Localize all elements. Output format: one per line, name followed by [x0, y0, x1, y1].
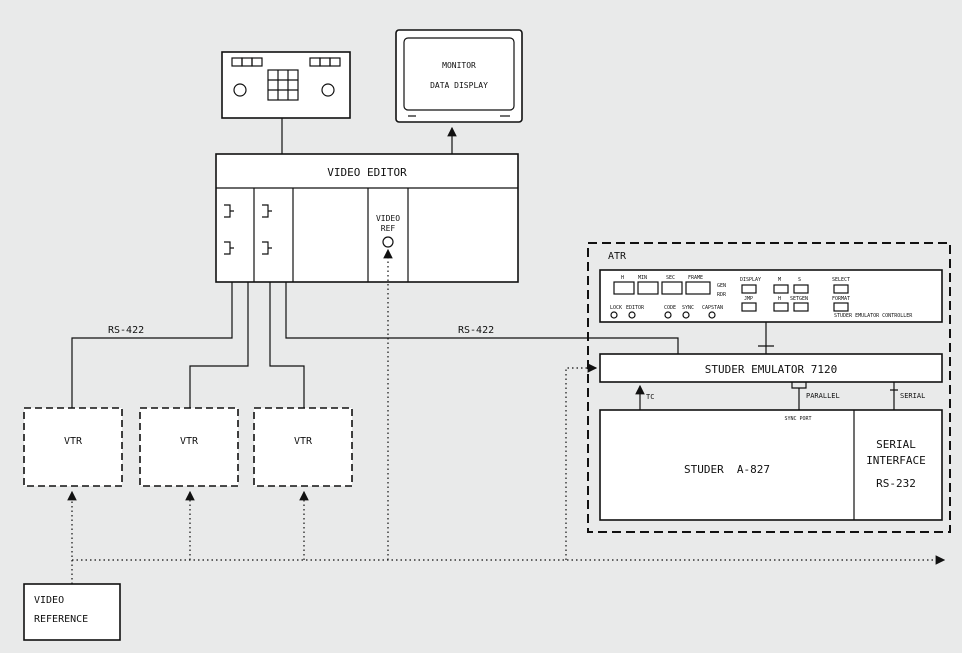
video-ref-label-2: REF	[381, 224, 396, 233]
svg-text:CAPSTAN: CAPSTAN	[702, 305, 723, 311]
rs422-left-label: RS-422	[108, 325, 144, 336]
sync-port-label: SYNC PORT	[784, 416, 811, 422]
video-editor-title: VIDEO EDITOR	[327, 166, 407, 179]
parallel-label: PARALLEL	[806, 392, 840, 400]
svg-text:SETGEN: SETGEN	[790, 296, 808, 302]
video-ref-label-1: VIDEO	[376, 214, 400, 223]
serial-interface-label-1: SERIAL	[876, 438, 916, 451]
studer-emulator-7120: STUDER EMULATOR 7120	[599, 353, 943, 383]
studer-a827: SYNC PORT STUDER A-827 SERIAL INTERFACE …	[599, 409, 943, 521]
svg-text:FORMAT: FORMAT	[832, 296, 850, 302]
emulator-controller: H MIN SEC FRAME GEN RDR DISPLAY M S SELE…	[599, 269, 943, 323]
atr-enclosure: ATR	[587, 242, 951, 533]
video-editor: VIDEO EDITOR VIDEO REF	[215, 153, 519, 283]
controller-caption: STUDER EMULATOR CONTROLLER	[834, 313, 913, 319]
svg-text:JMP: JMP	[744, 296, 753, 302]
vtr-1: VTR	[23, 407, 123, 487]
emulator-label: STUDER EMULATOR 7120	[705, 363, 837, 376]
vtr-3: VTR	[253, 407, 353, 487]
svg-text:CODE: CODE	[664, 305, 676, 311]
recorder-label: STUDER A-827	[684, 463, 770, 476]
monitor-label: MONITOR	[442, 61, 476, 70]
svg-text:SELECT: SELECT	[832, 277, 850, 283]
monitor: MONITOR DATA DISPLAY	[395, 29, 523, 123]
svg-text:FRAME: FRAME	[688, 275, 703, 281]
svg-text:GEN: GEN	[717, 283, 726, 289]
video-reference-label-2: REFERENCE	[34, 614, 88, 625]
svg-text:EDITOR: EDITOR	[626, 305, 645, 311]
serial-interface-label-3: RS-232	[876, 477, 916, 490]
rs422-right-label: RS-422	[458, 325, 494, 336]
vtr-label: VTR	[294, 436, 313, 447]
tc-label: TC	[646, 393, 654, 401]
video-reference: VIDEO REFERENCE	[23, 583, 121, 641]
svg-text:M: M	[778, 277, 781, 283]
svg-text:H: H	[778, 296, 781, 302]
svg-text:DISPLAY: DISPLAY	[740, 277, 761, 283]
serial-label: SERIAL	[900, 392, 925, 400]
data-display-label: DATA DISPLAY	[430, 81, 488, 90]
svg-text:LOCK: LOCK	[610, 305, 622, 311]
svg-text:RDR: RDR	[717, 292, 727, 298]
vtr-label: VTR	[180, 436, 199, 447]
svg-text:H: H	[621, 275, 624, 281]
svg-text:SEC: SEC	[666, 275, 675, 281]
vtr-label: VTR	[64, 436, 83, 447]
serial-interface-label-2: INTERFACE	[866, 454, 926, 467]
atr-title: ATR	[608, 251, 627, 262]
svg-text:MIN: MIN	[638, 275, 647, 281]
vtr-2: VTR	[139, 407, 239, 487]
edit-controller	[221, 51, 351, 119]
video-reference-label-1: VIDEO	[34, 595, 64, 606]
svg-text:SYNC: SYNC	[682, 305, 694, 311]
svg-text:S: S	[798, 277, 801, 283]
